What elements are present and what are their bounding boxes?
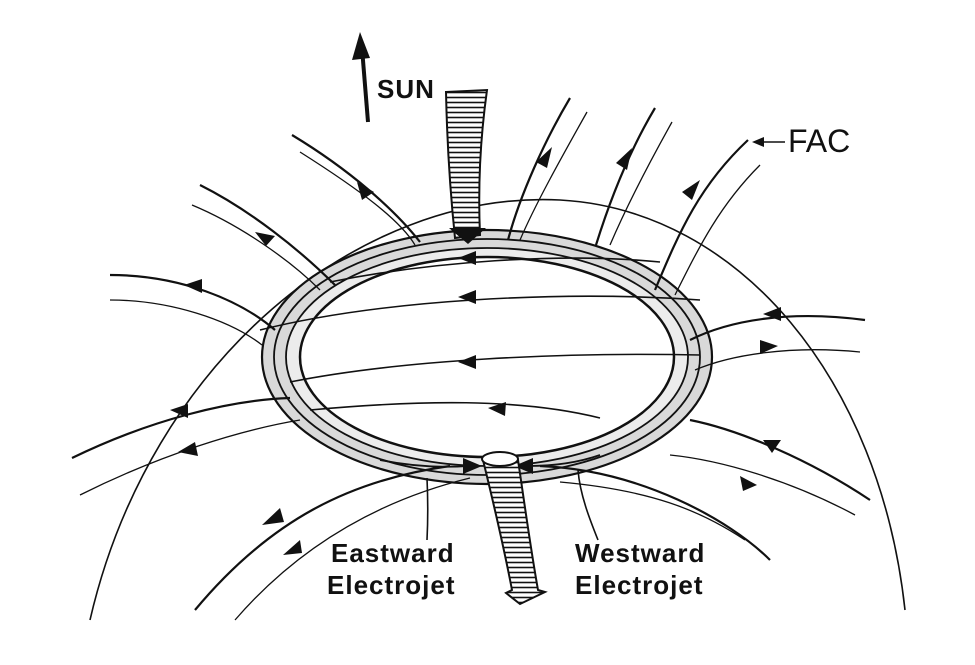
arrowhead — [255, 232, 275, 246]
arrowhead — [763, 440, 781, 453]
fac-line — [194, 464, 451, 611]
fac-line — [109, 299, 263, 346]
westward-label-line1: Westward — [575, 538, 705, 568]
arrowhead — [616, 148, 632, 170]
fac-right-arrowheads — [740, 307, 781, 491]
westward-label-line2: Electrojet — [575, 570, 704, 600]
fac-line — [674, 164, 761, 296]
arrowhead — [170, 404, 188, 418]
fac-line — [299, 151, 416, 246]
arrowhead — [536, 147, 552, 168]
eastward-electrojet-flow — [379, 459, 469, 468]
arrowhead — [760, 340, 778, 354]
night-hatched-column — [481, 459, 548, 606]
fac-line — [689, 418, 871, 501]
fac-lines-top — [291, 97, 761, 296]
fac-line — [609, 121, 673, 246]
cap-line-1 — [329, 257, 661, 283]
fac-label: FAC — [788, 123, 850, 159]
fac-bottom-arrowheads — [262, 508, 302, 555]
arrowhead — [488, 402, 506, 416]
eastward-label-line1: Eastward — [331, 538, 455, 568]
eastward-label-line2: Electrojet — [327, 570, 456, 600]
arrowhead — [184, 279, 202, 293]
night-column-cap — [481, 451, 519, 467]
fac-top-arrowheads — [357, 147, 700, 200]
sun-column-tip — [449, 228, 486, 244]
cap-flow-lines — [259, 257, 701, 419]
arrowhead — [458, 251, 476, 265]
fac-line — [79, 419, 301, 496]
arrowhead — [682, 180, 700, 200]
sun-direction-line — [360, 47, 370, 123]
fac-line — [519, 111, 588, 241]
arrowhead — [178, 442, 198, 456]
sun-hatched-column — [444, 88, 489, 240]
arrowhead — [463, 458, 482, 474]
fac-line — [539, 464, 771, 561]
arrowhead — [763, 307, 781, 321]
westward-electrojet-flow — [527, 454, 601, 467]
arrowhead — [458, 290, 476, 304]
fac-lines-right — [669, 314, 871, 516]
electrojet-arrows — [379, 454, 601, 468]
sun-label: SUN — [377, 74, 435, 104]
fac-line — [191, 204, 321, 291]
fac-line — [234, 477, 471, 621]
westward-pointer — [577, 469, 599, 541]
fac-line — [694, 349, 861, 371]
fac-line — [199, 184, 336, 286]
fac-left-arrowheads — [170, 232, 275, 456]
arrowhead — [514, 458, 533, 474]
fac-lines-bottom — [194, 464, 771, 621]
sun-direction-arrowhead — [352, 32, 370, 60]
fac-line — [291, 134, 421, 243]
arrowhead — [458, 355, 476, 369]
fac-line — [689, 314, 866, 341]
cap-arrowheads — [458, 251, 506, 416]
fac-line — [559, 481, 746, 541]
arrowhead — [283, 540, 302, 555]
fac-pointer-arrowhead — [752, 137, 764, 147]
arrowhead — [357, 182, 374, 200]
electrojet-arrowheads — [463, 458, 533, 474]
cap-line-3 — [289, 353, 701, 383]
fac-line — [109, 273, 276, 331]
arrowhead — [262, 508, 284, 525]
cap-line-4 — [309, 401, 601, 419]
arrowhead — [740, 476, 757, 491]
eastward-pointer — [426, 477, 429, 541]
fac-line — [506, 97, 571, 241]
fac-line — [653, 139, 749, 291]
fac-line — [594, 107, 656, 246]
polar-cap — [298, 255, 676, 459]
fac-line — [669, 454, 856, 516]
